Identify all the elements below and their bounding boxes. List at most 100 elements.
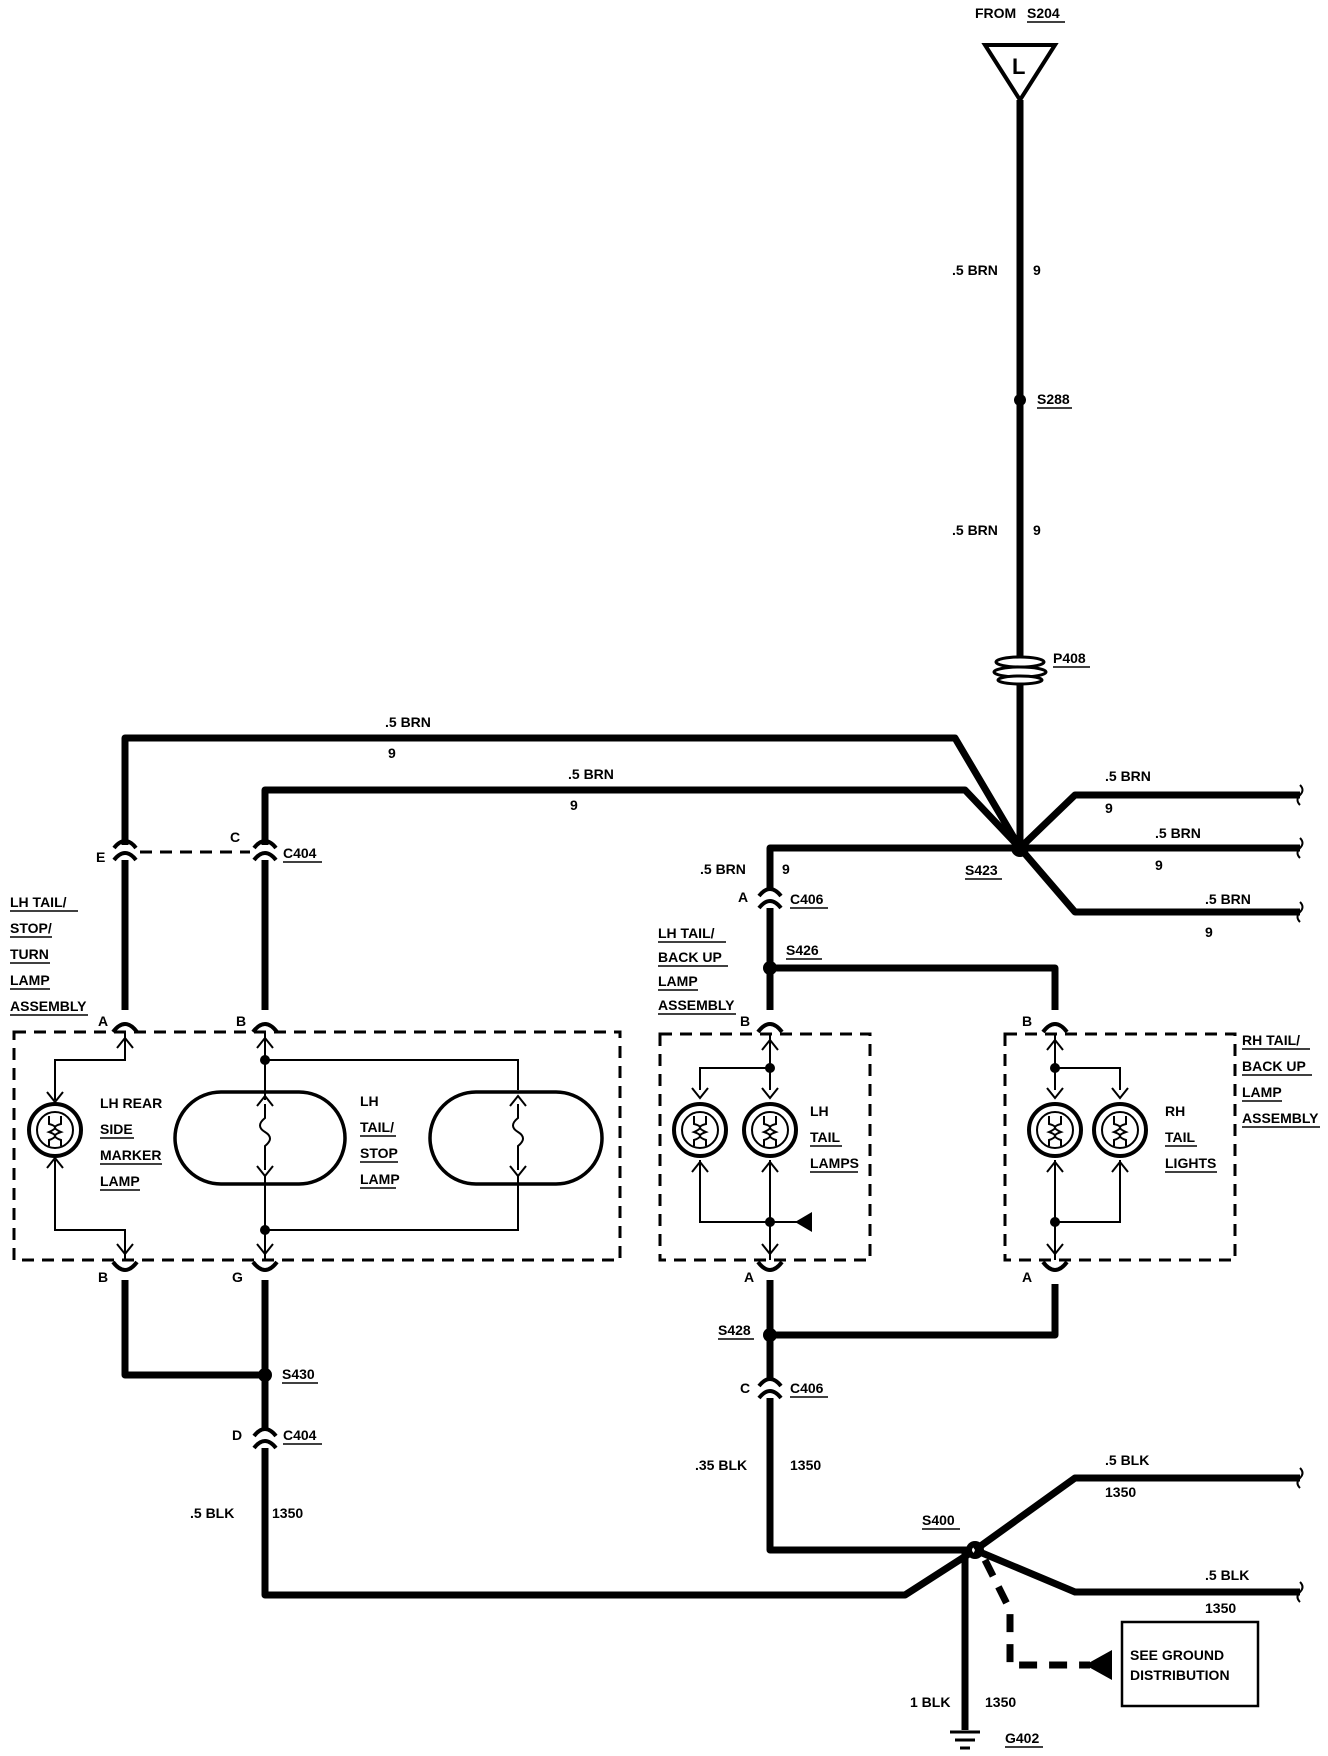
svg-text:LAMP: LAMP [10,972,50,988]
wire-label-left-b-circuit: 9 [570,797,578,813]
lh-tail-lamps-label: LH TAIL LAMPS [810,1103,859,1173]
tail-stop-capsule-right [428,1090,604,1186]
wire-label-top-upper-gauge: .5 BRN [952,262,998,278]
ground-distribution-note-box [1120,1620,1260,1708]
svg-text:BACK UP: BACK UP [1242,1058,1306,1074]
svg-text:STOP: STOP [360,1145,398,1161]
svg-text:BACK UP: BACK UP [658,949,722,965]
wire-label-gnd-main-gauge: 1 BLK [910,1694,950,1710]
wire-label-gnd-main-circuit: 1350 [985,1694,1016,1710]
splice-s426-label: S426 [786,942,819,958]
pin-a-c406-label: A [738,889,748,905]
lh-tail-bulb-2 [742,1102,798,1158]
tail-stop-capsule-left [173,1090,347,1186]
wire-label-gnd-right-2-circuit: 1350 [1205,1600,1236,1616]
wire-label-left-a-circuit: 9 [388,745,396,761]
lh-stop-assembly-label: LH TAIL/ STOP/ TURN LAMP ASSEMBLY [10,894,88,1016]
wire-label-backup-feed-circuit: 9 [782,861,790,877]
pin-b-stop-label: B [236,1013,246,1029]
svg-text:TURN: TURN [10,946,49,962]
from-label: FROM [975,5,1016,21]
wire-label-gnd-left-gauge: .5 BLK [190,1505,234,1521]
svg-text:TAIL: TAIL [1165,1129,1196,1145]
wire-label-gnd-right-2-gauge: .5 BLK [1205,1567,1249,1583]
pin-b-bottom-label: B [98,1269,108,1285]
wire-label-left-b-gauge: .5 BRN [568,766,614,782]
lh-backup-assembly-label: LH TAIL/ BACK UP LAMP ASSEMBLY [658,925,736,1015]
splice-s288-label: S288 [1037,391,1070,407]
rh-backup-assembly-box [1003,1032,1237,1262]
wire-label-top-lower-circuit: 9 [1033,522,1041,538]
source-letter: L [1012,54,1025,79]
pin-g-bottom-label: G [232,1269,243,1285]
pin-a-stop-label: A [98,1013,108,1029]
connector-c404-upper-label: C404 [283,845,317,861]
ground-symbol [950,1730,980,1750]
wire-label-left-a-gauge: .5 BRN [385,714,431,730]
note-line-2: DISTRIBUTION [1130,1667,1230,1683]
svg-text:SIDE: SIDE [100,1121,133,1137]
wire-label-right-3-gauge: .5 BRN [1205,891,1251,907]
svg-text:LH TAIL/: LH TAIL/ [658,925,715,941]
lh-tail-stop-label: LH TAIL/ STOP LAMP [360,1093,400,1189]
svg-text:RH TAIL/: RH TAIL/ [1242,1032,1300,1048]
pin-c-label: C [230,829,240,845]
svg-text:TAIL: TAIL [810,1129,841,1145]
pin-b-backup-lh-label: B [740,1013,750,1029]
wire-label-top-lower-gauge: .5 BRN [952,522,998,538]
splice-s430 [258,1368,272,1382]
rh-backup-assembly-label: RH TAIL/ BACK UP LAMP ASSEMBLY [1242,1032,1320,1128]
pin-a-rh-bottom-label: A [1022,1269,1032,1285]
wire-label-right-3-circuit: 9 [1205,924,1213,940]
connector-c406-upper-label: C406 [790,891,824,907]
svg-text:MARKER: MARKER [100,1147,161,1163]
wire-gnd-right-2 [973,1546,1300,1596]
wire-label-right-2-circuit: 9 [1155,857,1163,873]
svg-text:LAMP: LAMP [360,1171,400,1187]
svg-text:LH: LH [360,1093,379,1109]
wire-label-top-upper-circuit: 9 [1033,262,1041,278]
connector-c404-lower-label: C404 [283,1427,317,1443]
svg-text:LAMPS: LAMPS [810,1155,859,1171]
lh-side-marker-label: LH REAR SIDE MARKER LAMP [100,1095,162,1191]
svg-text:LH TAIL/: LH TAIL/ [10,894,67,910]
lh-backup-assembly-box [658,1032,872,1262]
splice-s423-label: S423 [965,862,998,878]
pin-b-rh-label: B [1022,1013,1032,1029]
svg-text:LAMP: LAMP [1242,1084,1282,1100]
svg-text:ASSEMBLY: ASSEMBLY [1242,1110,1319,1126]
wire-label-backup-feed-gauge: .5 BRN [700,861,746,877]
wire-gnd-right-1 [972,1474,1300,1553]
wire-label-right-1-gauge: .5 BRN [1105,768,1151,784]
source-triangle [981,43,1059,104]
svg-text:LAMP: LAMP [100,1173,140,1189]
wire-label-gnd-mid-gauge: .35 BLK [695,1457,747,1473]
wire-label-gnd-right-1-circuit: 1350 [1105,1484,1136,1500]
pin-d-label: D [232,1427,242,1443]
wire-label-right-2-gauge: .5 BRN [1155,825,1201,841]
note-line-1: SEE GROUND [1130,1647,1224,1663]
lh-stop-assembly-box [12,1030,622,1262]
wire-right-1 [1017,791,1300,851]
wire-to-e [121,734,1024,850]
splice-s400-label: S400 [922,1512,955,1528]
svg-text:STOP/: STOP/ [10,920,52,936]
svg-text:LAMP: LAMP [658,973,698,989]
svg-text:TAIL/: TAIL/ [360,1119,394,1135]
wire-to-c406 [766,844,1020,890]
rh-tail-bulb-1 [1027,1102,1083,1158]
rh-tail-bulb-2 [1092,1102,1148,1158]
wire-label-gnd-mid-circuit: 1350 [790,1457,821,1473]
side-marker-bulb [27,1102,83,1158]
svg-text:ASSEMBLY: ASSEMBLY [10,998,87,1014]
svg-text:LH: LH [810,1103,829,1119]
rh-tail-lights-label: RH TAIL LIGHTS [1165,1103,1217,1173]
wire-right-3 [1017,845,1300,916]
svg-text:LH REAR: LH REAR [100,1095,162,1111]
splice-s428-label: S428 [718,1322,751,1338]
passthrough-p408-label: P408 [1053,650,1086,666]
svg-text:LIGHTS: LIGHTS [1165,1155,1216,1171]
connector-c406-lower-label: C406 [790,1380,824,1396]
splice-s288 [1014,394,1026,406]
